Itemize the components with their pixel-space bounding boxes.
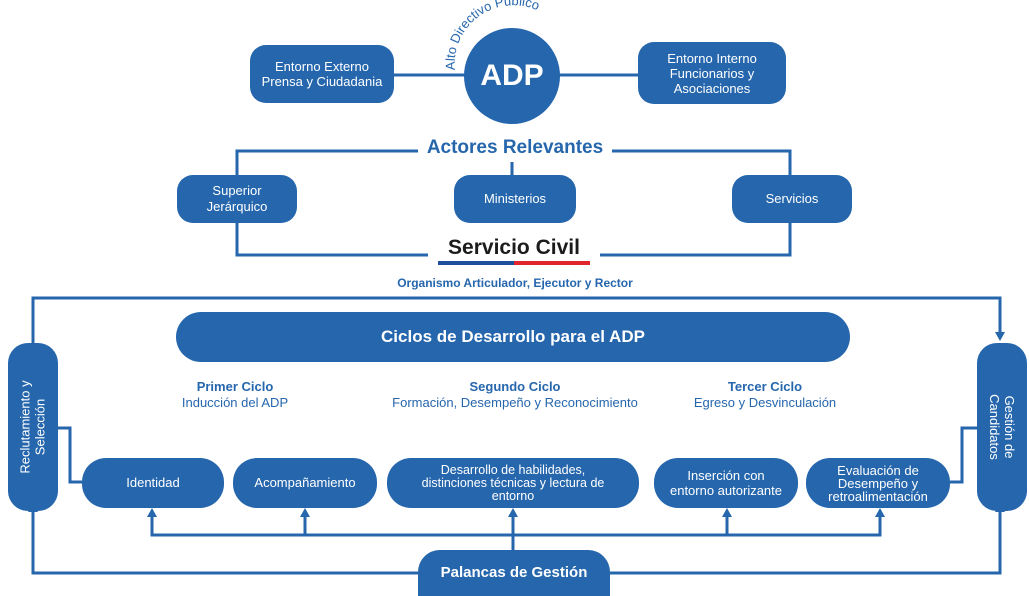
internal-line-3: Asociaciones [673, 80, 751, 96]
superior-line-2: Jerárquico [206, 199, 268, 214]
evaluacion-pill: Evaluación de Desempeño y retroalimentac… [806, 458, 950, 508]
internal-line-1: Entorno Interno [667, 50, 757, 66]
desarrollo-line-3: entorno [491, 488, 535, 503]
second-cycle-name: Segundo Ciclo [469, 379, 561, 394]
evaluacion-line-1: Evaluación de [837, 462, 919, 478]
servicios-label: Servicios [765, 191, 819, 206]
second-cycle-desc: Formación, Desempeño y Reconocimiento [392, 395, 638, 410]
desarrollo-pill: Desarrollo de habilidades, distinciones … [387, 458, 639, 508]
insercion-line-1: Inserción con [687, 468, 765, 483]
gestion-candidatos-box: Gestión de Candidatos [977, 343, 1027, 511]
first-cycle-name: Primer Ciclo [196, 379, 274, 394]
servicio-civil-logo: Servicio Civil [438, 236, 590, 266]
desarrollo-line-1: Desarrollo de habilidades, [440, 462, 586, 477]
identidad-pill: Identidad [82, 458, 224, 508]
evaluacion-line-3: retroalimentación [828, 488, 928, 504]
ministerios-box: Ministerios [454, 175, 576, 223]
servicio-civil-subtitle: Organismo Articulador, Ejecutor y Rector [397, 276, 633, 290]
palancas-label: Palancas de Gestión [440, 564, 588, 581]
second-cycle: Segundo Ciclo Formación, Desempeño y Rec… [350, 379, 680, 411]
external-environment-box: Entorno Externo Prensa y Ciudadania [250, 45, 394, 103]
desarrollo-line-2: distinciones técnicas y lectura de [421, 475, 605, 490]
actores-title: Actores Relevantes [426, 137, 604, 158]
gestion-line-2: Candidatos [987, 394, 1002, 460]
gestion-candidatos-text: Gestión de Candidatos [987, 394, 1017, 460]
ministerios-label: Ministerios [483, 191, 547, 206]
insercion-line-2: entorno autorizante [669, 483, 783, 498]
internal-line-2: Funcionarios y [669, 65, 755, 81]
internal-environment-box: Entorno Interno Funcionarios y Asociacio… [638, 42, 786, 104]
adp-circle: ADP [464, 28, 560, 124]
identidad-label: Identidad [126, 475, 180, 490]
logo-text: Servicio Civil [448, 236, 580, 259]
reclutamiento-text: Reclutamiento y Selección [18, 380, 48, 473]
servicios-box: Servicios [732, 175, 852, 223]
first-cycle-desc: Inducción del ADP [181, 395, 289, 410]
acompanamiento-pill: Acompañamiento [233, 458, 377, 508]
superior-box: Superior Jerárquico [177, 175, 297, 223]
superior-line-1: Superior [212, 183, 262, 198]
external-line-2: Prensa y Ciudadania [261, 74, 383, 89]
reclutamiento-line-1: Reclutamiento y [18, 380, 33, 474]
gestion-line-1: Gestión de [1002, 395, 1017, 459]
ciclos-title: Ciclos de Desarrollo para el ADP [381, 327, 645, 346]
logo-underline [438, 261, 590, 265]
third-cycle: Tercer Ciclo Egreso y Desvinculación [670, 379, 860, 411]
evaluacion-line-2: Desempeño y [837, 475, 919, 491]
external-line-1: Entorno Externo [275, 59, 369, 74]
acompanamiento-label: Acompañamiento [254, 475, 356, 490]
first-cycle: Primer Ciclo Inducción del ADP [150, 379, 320, 411]
third-cycle-desc: Egreso y Desvinculación [693, 395, 837, 410]
third-cycle-name: Tercer Ciclo [727, 379, 803, 394]
adp-label: ADP [480, 59, 544, 92]
reclutamiento-line-2: Selección [33, 398, 48, 456]
insercion-pill: Inserción con entorno autorizante [654, 458, 798, 508]
reclutamiento-box: Reclutamiento y Selección [8, 343, 58, 511]
palancas-box: Palancas de Gestión [418, 550, 610, 596]
ciclos-title-bar: Ciclos de Desarrollo para el ADP [176, 312, 850, 362]
